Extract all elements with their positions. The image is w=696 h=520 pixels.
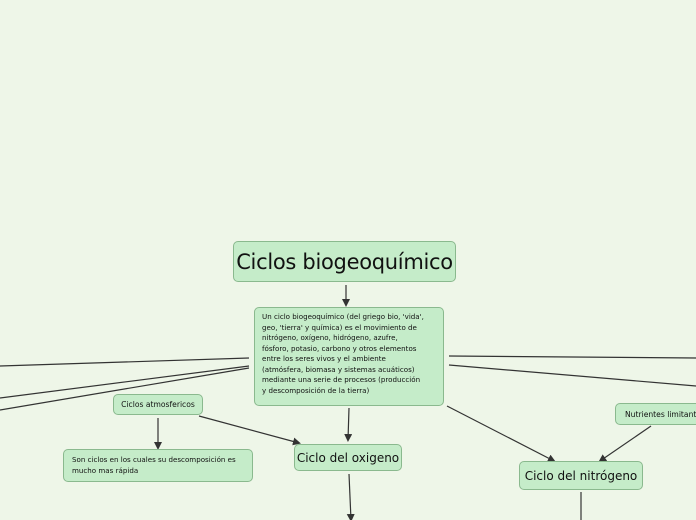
description-line: fósforo, potasio, carbono y otros elemen… — [262, 343, 417, 353]
edge-description-to-left-2 — [0, 365, 250, 399]
edge-atmosfericos-to-oxigeno — [198, 415, 301, 446]
description-line: y descomposición de la tierra) — [262, 385, 370, 395]
node-ciclo-oxigeno[interactable]: Ciclo del oxigeno — [294, 444, 402, 471]
edge-description-to-right-1 — [448, 355, 696, 359]
edge-description-to-nitrogeno — [446, 405, 556, 462]
edge-description-to-atmosfericos — [0, 367, 250, 411]
node-ciclo-nitrogeno[interactable]: Ciclo del nitrógeno — [519, 461, 643, 490]
edge-nutrientes-to-nitrogeno — [598, 425, 652, 463]
description-line: mediante una serie de procesos (producci… — [262, 375, 421, 384]
son-ciclos-line: Son ciclos en los cuales su descomposici… — [72, 455, 236, 464]
node-ciclos-atmosfericos[interactable]: Ciclos atmosfericos — [113, 394, 203, 415]
edge-description-to-left-1 — [0, 357, 250, 367]
description-line: Un ciclo biogeoquímico (del griego bio, … — [262, 312, 424, 321]
description-line: geo, 'tierra' y química) es el movimient… — [262, 322, 417, 332]
description-line: entre los seres vivos y el ambiente — [262, 354, 386, 363]
description-line: nitrógeno, oxígeno, hidrógeno, azufre, — [262, 333, 398, 342]
node-description[interactable]: Un ciclo biogeoquímico (del griego bio, … — [254, 307, 444, 406]
edge-description-to-oxigeno — [344, 407, 353, 442]
edge-description-to-right-2 — [448, 364, 696, 387]
node-son-ciclos[interactable]: Son ciclos en los cuales su descomposici… — [63, 449, 253, 482]
node-nutrientes-limitantes[interactable]: Nutrientes limitantes — [615, 403, 696, 425]
son-ciclos-line: mucho mas rápida — [72, 465, 139, 475]
edge-oxigeno-down — [346, 473, 355, 520]
description-line: (atmósfera, biomasa y sistemas acuáticos… — [262, 364, 415, 374]
node-ciclos-biogeoquimico[interactable]: Ciclos biogeoquímico — [233, 241, 456, 282]
